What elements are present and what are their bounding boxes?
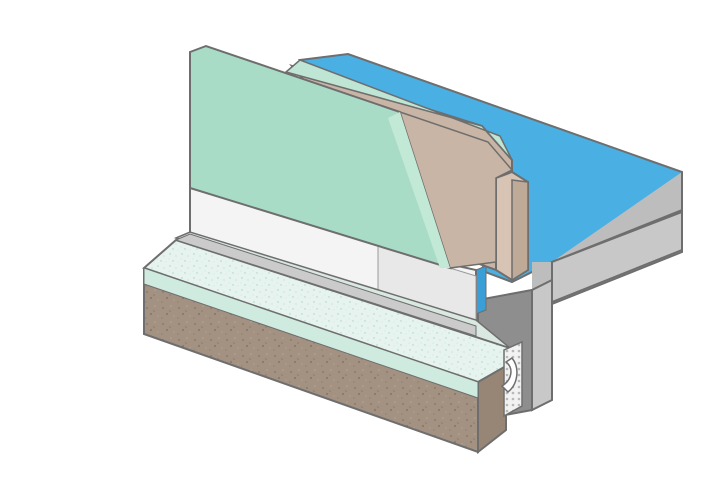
edge-strip-curl — [500, 356, 518, 394]
gray-gravel-band — [174, 233, 477, 337]
concrete-slab-face — [532, 172, 682, 300]
slab-right-block — [551, 210, 683, 304]
tan-board-side — [511, 179, 529, 282]
concrete-wall-face — [531, 278, 553, 412]
green-board-bevel-light — [388, 112, 450, 268]
green-layer-thin — [284, 59, 513, 161]
slab-side-face — [551, 172, 683, 263]
blue-membrane-strip — [475, 265, 487, 315]
speckled-drainage-front — [143, 267, 479, 399]
